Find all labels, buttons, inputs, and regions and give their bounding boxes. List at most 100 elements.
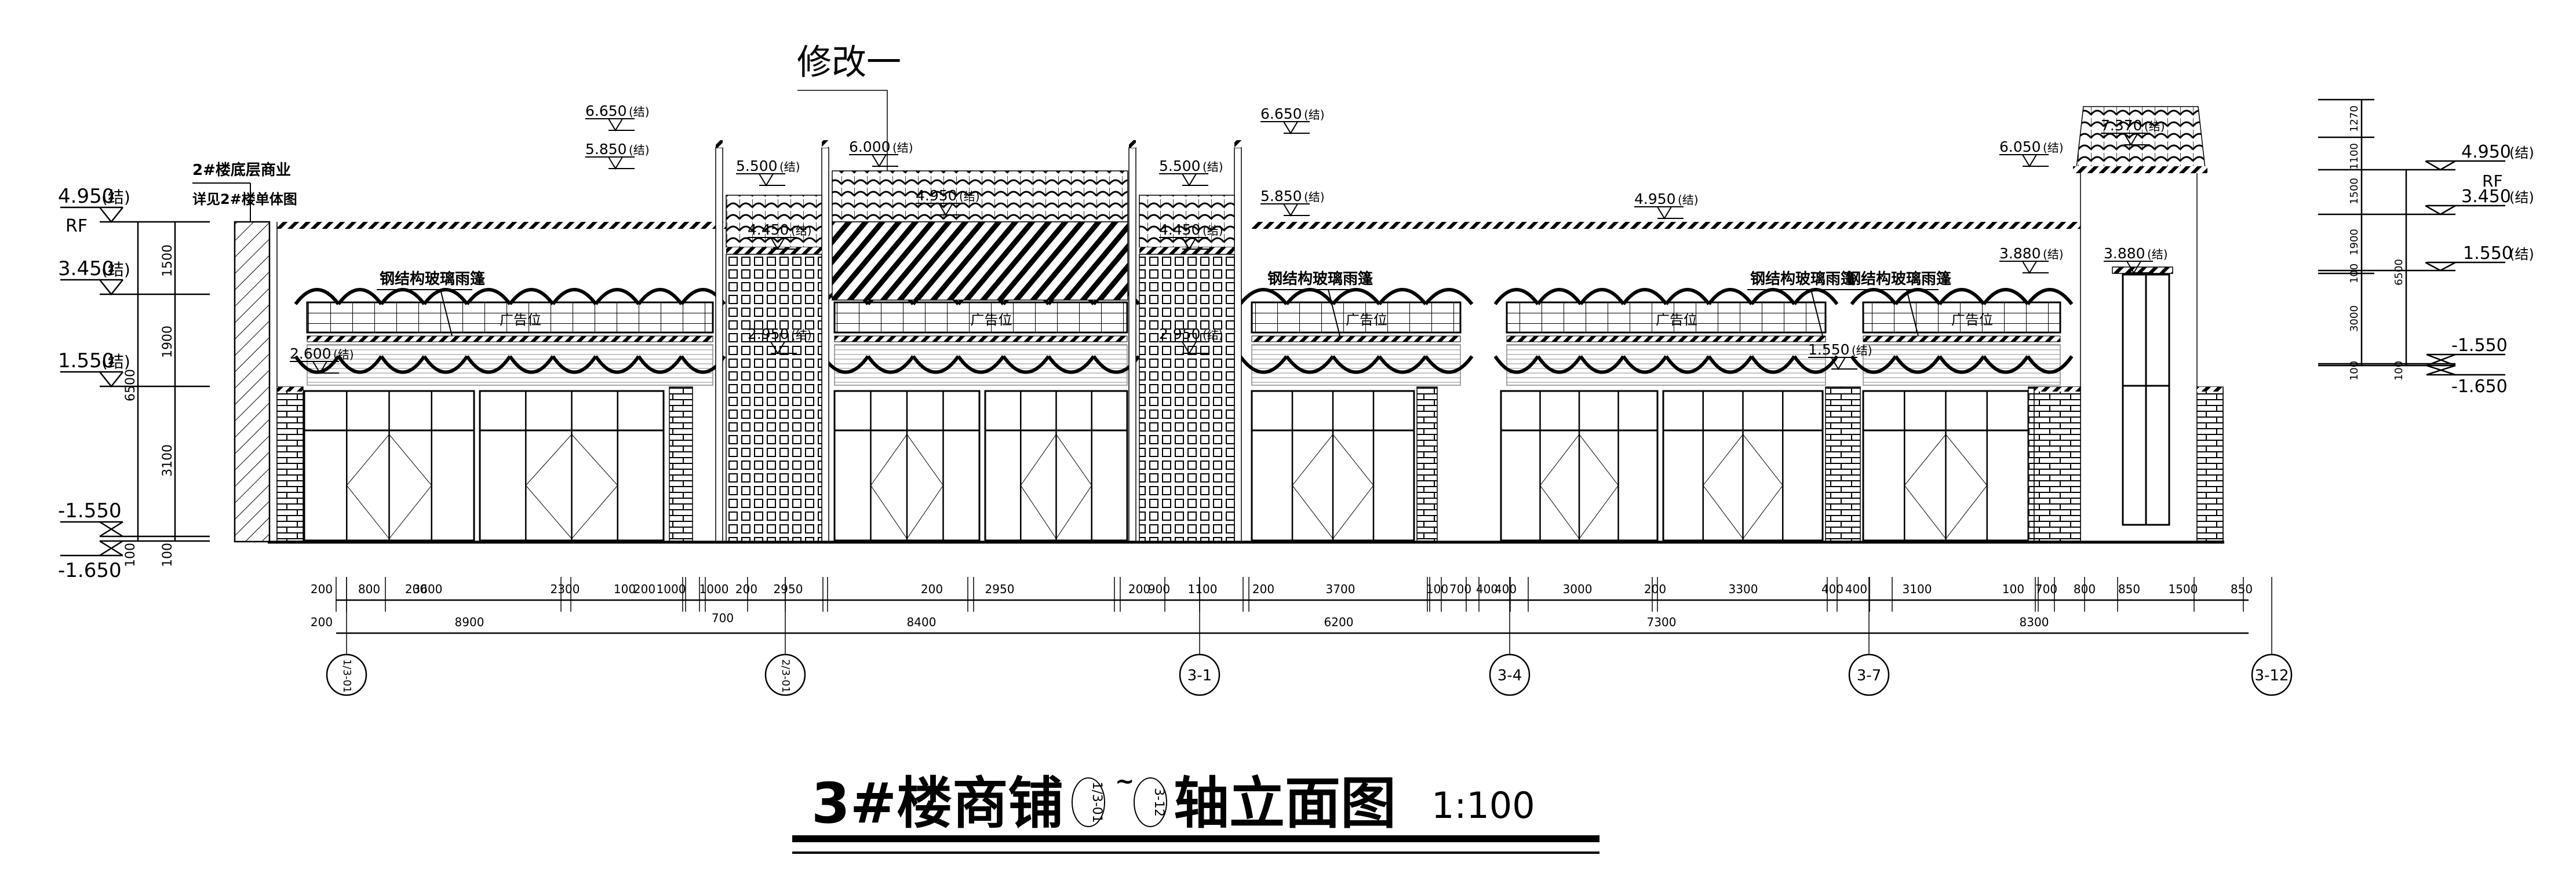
- elevation-triangle: [849, 154, 898, 167]
- elevation-tag: (结): [2147, 247, 2168, 261]
- dimension-label-row1: 400: [1845, 582, 1867, 596]
- axis-label: 3-1: [1187, 667, 1212, 685]
- elevation-triangle: [2104, 261, 2153, 274]
- elevation-tag: (结): [333, 348, 354, 361]
- elevation-tag: (结): [1852, 343, 1872, 357]
- brick-pier: [2028, 386, 2035, 542]
- dimension-label-row1: 3600: [413, 582, 443, 596]
- canopy-label: 钢结构玻璃雨篷: [380, 270, 486, 288]
- left-dim-1900: 1900: [161, 326, 175, 358]
- right-dim-label: 1900: [2348, 229, 2360, 255]
- elevation-triangle: [1260, 203, 1310, 217]
- title-separator: ~: [1115, 768, 1135, 795]
- right-elev-3450-tag: (结): [2509, 189, 2534, 206]
- storefront-sign-band: 广告位: [821, 288, 1141, 386]
- dimension-label-row2: 7300: [1647, 615, 1677, 629]
- axis-circle: [764, 653, 806, 696]
- axis-bubble: 3-7: [1848, 577, 1890, 696]
- right-elev-1550: 1.550: [2463, 243, 2513, 264]
- shop-glass-door: [1662, 390, 1824, 542]
- facade-elevation-marker: 4.950(结): [1634, 191, 1699, 220]
- dimension-label-row1: 400: [1821, 582, 1843, 596]
- left-elev-4950: 4.950: [58, 185, 114, 208]
- gable-center: [832, 170, 1128, 301]
- revision-note: 修改一: [797, 42, 901, 171]
- left-elevation-scale: [100, 221, 210, 542]
- tower-right: [1128, 140, 1242, 542]
- facade-elevation-marker: 4.950(结): [916, 187, 980, 216]
- left-elev-1550-tag: (结): [101, 352, 130, 371]
- elevation-tag: (结): [1203, 160, 1223, 174]
- tower-left: [715, 140, 829, 542]
- facade-elevation-marker: 2.600(结): [290, 345, 354, 374]
- facade-elevation-markers: 6.650(结)5.850(结)5.500(结)6.000(结)4.950(结)…: [290, 103, 2168, 374]
- axis-circle: [1489, 653, 1531, 696]
- elevation-triangle: [1159, 237, 1208, 250]
- right-dim-label: 6500: [2393, 259, 2405, 286]
- ad-space-label: 广告位: [1951, 312, 1993, 328]
- elevation-tag: (结): [629, 105, 650, 119]
- elevation-value: 3.880: [1999, 245, 2041, 262]
- right-elevation-markers: [2425, 160, 2505, 376]
- shop-glass-door: [833, 390, 981, 542]
- shop-glass-door: [303, 390, 475, 542]
- dimension-label-row2: 8400: [907, 615, 937, 629]
- canopy-slab: [834, 335, 1128, 342]
- canopy-callout: 钢结构玻璃雨篷: [1265, 270, 1373, 337]
- dimension-label-row1: 700: [2035, 582, 2057, 596]
- right-elevation-labels: 4.950 (结) RF 3.450 (结) 1.550 (结) -1.550 …: [2451, 142, 2534, 397]
- elevation-value: 5.500: [1159, 158, 1201, 174]
- axis-label: 3-12: [2254, 667, 2289, 685]
- ad-space-label: 广告位: [500, 312, 541, 328]
- elevation-value: 2.950: [1159, 326, 1201, 342]
- axis-bubble: 3-12: [2251, 577, 2293, 696]
- right-elev-minus1550: -1.550: [2451, 335, 2508, 356]
- facade: 广告位广告位广告位广告位广告位钢结构玻璃雨篷钢结构玻璃雨篷钢结构玻璃雨篷钢结构玻…: [268, 106, 2224, 544]
- dimension-label-row1: 100: [2002, 582, 2024, 596]
- dimension-label-row1: 200: [633, 582, 655, 596]
- adjacent-building-wall: [234, 221, 271, 543]
- elevation-value: 5.850: [585, 141, 627, 158]
- elevation-value: 3.880: [2104, 245, 2145, 262]
- right-elev-1550-tag: (结): [2509, 246, 2534, 262]
- brick-pier: [1416, 386, 1438, 542]
- parapet-left: [277, 222, 736, 229]
- facade-elevation-marker: 2.950(结): [748, 326, 812, 355]
- ad-sign-board: [1506, 301, 1827, 334]
- right-dim-label: 100: [2393, 361, 2405, 381]
- shop-glass-door: [1500, 390, 1659, 542]
- axis-label: 2/3-01: [779, 659, 792, 693]
- elevation-tag: (结): [892, 141, 913, 155]
- dimension-label-row1: 700: [1449, 582, 1471, 596]
- storefront-sign-band: 广告位: [294, 288, 726, 386]
- dimension-label-row1: 200: [311, 582, 333, 596]
- right-dim-label: 1100: [2348, 143, 2360, 170]
- title-suffix: 轴立面图: [1174, 771, 1396, 836]
- axis-bubble: 3-1: [1179, 577, 1220, 696]
- parapet-mid: [1252, 222, 2081, 229]
- dimension-label-row1: 200: [735, 582, 757, 596]
- title-underline-thin: [792, 852, 1599, 854]
- canopy-leader: [440, 289, 453, 337]
- axis-circle: [2251, 653, 2293, 696]
- elevation-value: 5.500: [736, 158, 778, 174]
- dimension-label-row2: 6200: [1324, 615, 1354, 629]
- right-elev-4950-tag: (结): [2509, 145, 2534, 161]
- elevation-triangle: [748, 341, 797, 355]
- title-axis-to: 3-12: [1152, 788, 1166, 817]
- reference-note-line1: 2#楼底层商业: [192, 161, 291, 179]
- elevation-triangle: [1808, 357, 1857, 370]
- dimension-label-row1: 3100: [1903, 582, 1932, 596]
- elevation-value: 2.950: [748, 326, 789, 342]
- left-elev-minus1550: -1.550: [58, 499, 122, 522]
- right-dim-label: 3000: [2348, 305, 2360, 332]
- facade-elevation-marker: 1.550(结): [1808, 341, 1872, 370]
- elevation-value: 6.050: [1999, 138, 2041, 155]
- louver-panel: [307, 344, 713, 386]
- canopy-slab: [1506, 335, 1826, 342]
- elevation-tag: (结): [2043, 247, 2064, 261]
- brick-pier: [1825, 386, 1861, 542]
- dimension-label-row2: 200: [311, 615, 333, 629]
- facade-elevation-marker: 3.880(结): [2104, 245, 2168, 274]
